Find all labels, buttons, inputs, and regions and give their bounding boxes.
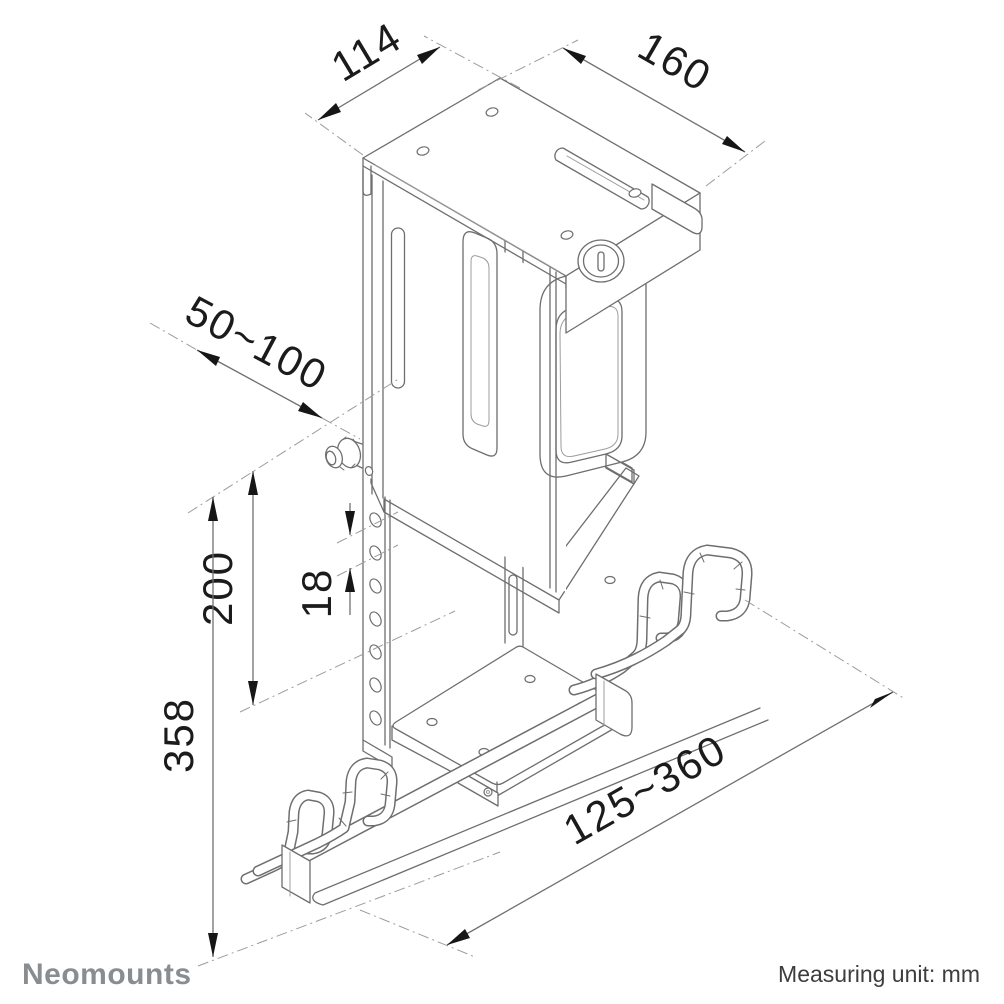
arrowhead — [248, 471, 258, 495]
extension-line — [197, 851, 501, 967]
extension-line — [477, 39, 579, 91]
dimension-line — [562, 47, 746, 153]
extension-line — [239, 610, 456, 713]
rail-end-cap-right — [595, 673, 633, 737]
arrowhead — [298, 402, 322, 418]
top-plate — [362, 77, 703, 334]
dimension-label: 125~360 — [556, 725, 735, 854]
dimension-label: 114 — [323, 13, 410, 91]
extension-line — [336, 511, 399, 544]
fixed-slide-rail — [312, 707, 769, 906]
extension-line — [744, 599, 906, 700]
extension-line — [336, 544, 399, 577]
extension-line — [423, 35, 521, 89]
extension-line — [149, 322, 198, 351]
arrowhead — [722, 136, 745, 152]
dimension-drop-range: 50~100 — [149, 286, 361, 440]
cable-hooks-right — [574, 550, 747, 737]
arrowhead — [318, 103, 341, 120]
arrowhead — [248, 681, 258, 705]
plate-right-flange — [651, 183, 703, 235]
dimension-hole-pitch: 18 — [293, 503, 399, 619]
dimension-label: 200 — [194, 550, 241, 626]
lower-shelf — [391, 645, 627, 807]
cable-hooks-left — [246, 763, 392, 904]
dimension-line — [446, 691, 894, 946]
arrowhead — [447, 929, 470, 945]
neomounts-logo: Neomounts — [22, 958, 192, 991]
dimension-label: 160 — [631, 22, 720, 101]
measuring-unit-label: Measuring unit: mm — [778, 961, 980, 987]
plate-front-apron — [565, 192, 701, 334]
height-adjustment-rail — [362, 489, 393, 769]
extension-line — [359, 909, 476, 958]
dimension-overall-height: 358 — [155, 497, 501, 967]
left-wall — [362, 169, 557, 593]
tightening-knob — [325, 436, 374, 476]
arrowhead — [345, 511, 355, 535]
rail-end-cap-left — [281, 844, 311, 904]
rail-holes — [369, 512, 382, 726]
inner-channel — [363, 170, 566, 592]
arrowhead — [208, 933, 218, 957]
keyhole-lock — [577, 239, 625, 283]
extension-line — [304, 112, 364, 156]
arrowhead — [345, 568, 355, 592]
arrowhead — [563, 48, 586, 64]
dimension-label: 18 — [293, 568, 340, 619]
arrowhead — [417, 47, 440, 64]
arrowhead — [208, 497, 218, 521]
dimension-rail-span: 200 — [187, 377, 456, 713]
arrowhead — [870, 692, 893, 708]
adjustment-slot — [390, 227, 406, 389]
dimension-label: 358 — [155, 697, 202, 773]
arrowhead — [197, 350, 220, 366]
extension-line — [705, 140, 766, 187]
extension-line — [321, 417, 361, 440]
